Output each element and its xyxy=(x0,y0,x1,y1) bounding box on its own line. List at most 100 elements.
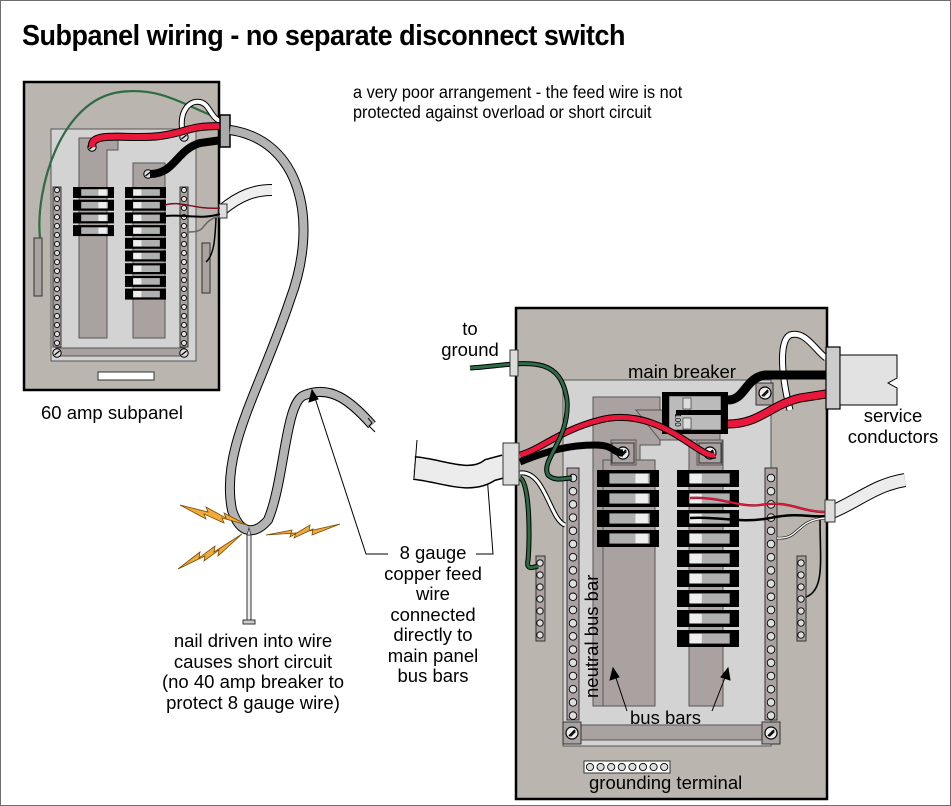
circuit-breaker xyxy=(125,237,166,249)
screw-icon xyxy=(180,204,188,212)
page-title: Subpanel wiring - no separate disconnect… xyxy=(22,20,626,52)
screw-icon xyxy=(536,619,544,627)
screw-icon xyxy=(180,330,188,338)
screw-icon xyxy=(180,312,188,320)
service-cable-connector xyxy=(825,346,841,410)
branch-ground-wire xyxy=(805,519,822,598)
screw-icon xyxy=(766,566,776,575)
service-cable xyxy=(839,354,898,406)
circuit-breaker xyxy=(73,212,114,224)
bus-bars-label: bus bars xyxy=(630,707,701,728)
screw-icon xyxy=(766,618,776,628)
screw-icon xyxy=(179,348,189,358)
circuit-breaker xyxy=(597,510,659,527)
screw-icon xyxy=(536,631,544,639)
subpanel xyxy=(22,80,376,536)
circuit-breaker xyxy=(597,490,659,507)
callout-line: bus bars xyxy=(397,665,469,686)
screw-icon xyxy=(596,762,605,772)
circuit-breaker xyxy=(73,187,114,198)
screw-icon xyxy=(53,285,61,293)
screw-icon xyxy=(766,526,776,536)
spark-icons xyxy=(177,504,341,570)
screw-icon xyxy=(797,571,805,579)
screw-icon xyxy=(766,592,776,602)
feed-red-wire xyxy=(519,415,716,458)
main-panel: 100 xyxy=(412,306,907,801)
screw-icon xyxy=(568,632,578,641)
spark-icon xyxy=(265,523,341,539)
circuit-breaker xyxy=(125,275,166,287)
feed-black-wire xyxy=(518,441,624,466)
screw-icon xyxy=(568,552,578,562)
circuit-breaker xyxy=(125,263,166,275)
screw-icon xyxy=(180,267,188,275)
neutral-bus-bar-label: neutral bus bar xyxy=(581,574,602,698)
feed-cable-connector xyxy=(502,442,520,486)
circuit-breaker xyxy=(677,630,739,647)
circuit-breaker xyxy=(677,470,739,487)
subpanel-label: 60 amp subpanel xyxy=(41,402,183,423)
warning-note-line: protected against overload or short circ… xyxy=(353,102,652,122)
callout-line: directly to xyxy=(393,624,473,645)
screw-icon xyxy=(180,240,188,248)
bus-bars-arrows xyxy=(609,666,731,712)
screw-icon xyxy=(766,632,776,641)
to-ground-line: to xyxy=(462,318,478,339)
screw-icon xyxy=(180,276,188,284)
screw-icon xyxy=(568,486,578,496)
circuit-breaker xyxy=(597,530,659,547)
screw-icon xyxy=(52,348,62,358)
callout-line: nail driven into wire xyxy=(173,630,333,651)
circuit-breaker xyxy=(125,288,166,300)
screw-icon xyxy=(638,762,648,772)
ground-clamp xyxy=(509,349,519,377)
screw-icon xyxy=(53,213,61,221)
feed-cable-entry xyxy=(412,455,508,488)
screw-icon xyxy=(797,583,805,591)
screw-icon xyxy=(180,249,188,257)
screw-icon xyxy=(766,605,776,615)
callout-line: main panel xyxy=(387,644,479,666)
screw-icon xyxy=(536,583,544,591)
callout-line: (no 40 amp breaker to xyxy=(161,671,345,692)
screw-icon xyxy=(53,267,61,275)
screw-icon xyxy=(797,595,805,603)
screw-icon xyxy=(180,285,188,293)
screw-icon xyxy=(568,592,578,602)
screw-icon xyxy=(766,645,776,654)
screw-icon xyxy=(53,222,61,230)
screw-icon xyxy=(766,698,776,707)
subpanel-grounding-terminal xyxy=(97,371,155,381)
screw-icon xyxy=(180,186,188,194)
screw-icon xyxy=(53,276,61,284)
screw-icon xyxy=(180,258,188,266)
branch-cable xyxy=(829,474,907,518)
screw-icon xyxy=(180,339,188,347)
screw-icon xyxy=(536,571,544,579)
circuit-breaker xyxy=(677,610,739,627)
screw-icon xyxy=(568,566,578,575)
callout-line: connected xyxy=(390,603,476,625)
subpanel-neutral-wire xyxy=(179,99,223,129)
branch-red-wire xyxy=(689,497,827,513)
to-ground-label: to ground xyxy=(440,318,500,360)
screw-icon xyxy=(568,658,578,668)
nail xyxy=(242,526,256,625)
circuit-breaker xyxy=(677,530,739,547)
service-conductors-line: service xyxy=(863,405,923,426)
screw-icon xyxy=(53,249,61,257)
screw-icon xyxy=(766,486,776,496)
callout-line: 8 gauge xyxy=(399,542,467,563)
screw-icon xyxy=(568,645,578,654)
callout-line: wire xyxy=(416,583,450,604)
screw-icon xyxy=(766,711,776,720)
grounding-terminal xyxy=(583,760,671,774)
service-neutral-wire xyxy=(780,331,828,411)
screw-icon xyxy=(617,762,626,772)
service-conductors-line: conductors xyxy=(847,426,939,447)
screw-icon xyxy=(53,312,61,320)
screw-icon xyxy=(764,726,778,740)
screw-icon xyxy=(53,240,61,248)
